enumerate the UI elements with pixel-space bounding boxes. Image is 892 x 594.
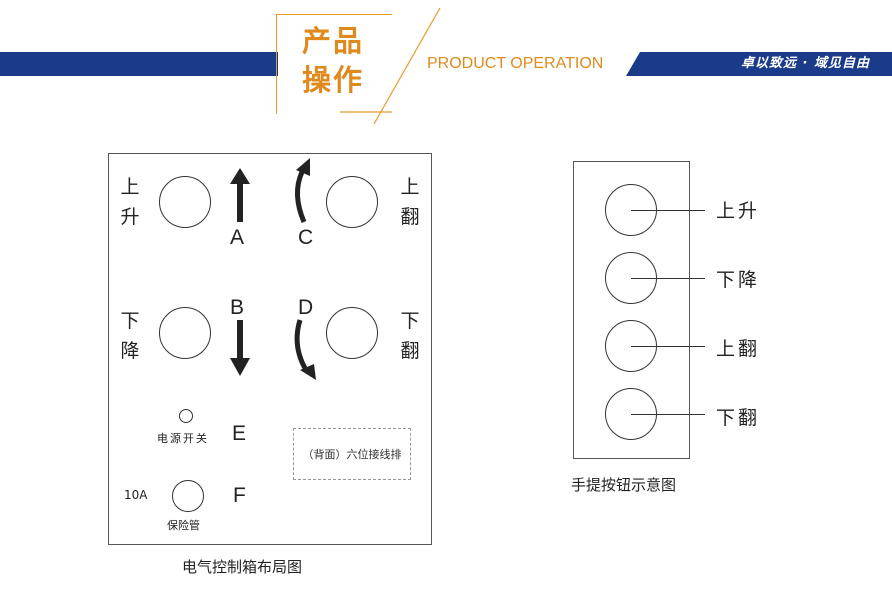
- title-frame: [276, 14, 392, 114]
- power-switch-indicator: [179, 409, 193, 423]
- arrow-up-icon: [230, 168, 250, 222]
- pendant-label-descend: 下降: [716, 269, 761, 291]
- pendant-label-rise: 上升: [716, 200, 761, 222]
- label-descend-char2: 降: [120, 340, 140, 362]
- control-box-panel: [108, 153, 432, 545]
- letter-c: C: [298, 226, 314, 249]
- section-title: 产品 操作: [302, 22, 392, 100]
- letter-a: A: [230, 226, 245, 249]
- letter-d: D: [298, 296, 314, 319]
- button-flip-up: [326, 176, 378, 228]
- header-band-right: [626, 52, 892, 76]
- letter-e: E: [232, 422, 247, 445]
- button-flip-down: [326, 307, 378, 359]
- label-flip-up-char2: 翻: [400, 206, 420, 228]
- arrow-down-icon: [230, 320, 250, 376]
- letter-b: B: [230, 296, 245, 319]
- leader-line: [631, 346, 705, 347]
- section-title-line2: 操作: [302, 63, 365, 97]
- section-title-line1: 产品: [302, 24, 365, 58]
- label-rise-char1: 上: [120, 176, 140, 198]
- fuse-label: 保险管: [167, 519, 200, 532]
- header-band-left: [0, 52, 278, 76]
- fuse-rating: 10A: [124, 488, 148, 502]
- label-flip-down-char1: 下: [400, 310, 420, 332]
- title-slash-decoration: [340, 8, 441, 125]
- label-descend-char1: 下: [120, 310, 140, 332]
- label-rise-char2: 升: [120, 206, 140, 228]
- button-descend: [159, 307, 211, 359]
- label-flip-down: 下 翻: [398, 306, 422, 366]
- leader-line: [631, 278, 705, 279]
- button-rise: [159, 176, 211, 228]
- label-flip-up: 上 翻: [398, 172, 422, 232]
- fuse-holder: [172, 480, 204, 512]
- power-switch-label: 电源开关: [157, 432, 209, 445]
- leader-line: [631, 414, 705, 415]
- label-descend: 下 降: [118, 306, 142, 366]
- handheld-caption: 手提按钮示意图: [571, 476, 677, 494]
- terminal-block: （背面）六位接线排: [293, 428, 411, 480]
- pendant-label-flip-down: 下翻: [716, 407, 761, 429]
- leader-line: [631, 210, 705, 211]
- control-box-caption: 电气控制箱布局图: [182, 558, 303, 576]
- curved-arrow-down-icon: [294, 319, 316, 380]
- slogan: 卓以致远 · 域见自由: [741, 56, 870, 71]
- pendant-label-flip-up: 上翻: [716, 338, 761, 360]
- section-title-english: PRODUCT OPERATION: [427, 55, 604, 72]
- label-rise: 上 升: [118, 172, 142, 232]
- label-flip-up-char1: 上: [400, 176, 420, 198]
- label-flip-down-char2: 翻: [400, 340, 420, 362]
- curved-arrow-up-icon: [295, 158, 310, 223]
- letter-f: F: [233, 484, 246, 507]
- handheld-pendant: [573, 161, 690, 459]
